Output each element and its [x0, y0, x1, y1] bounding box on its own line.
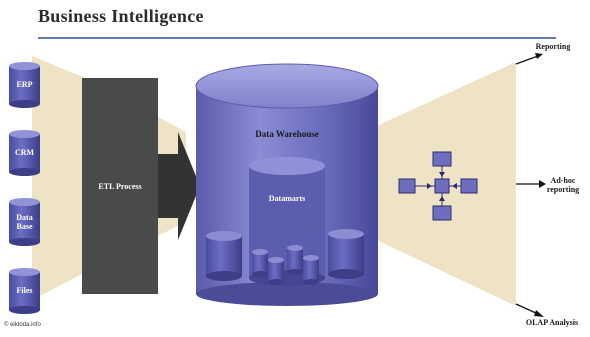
datamart-mini-4: [303, 255, 319, 285]
source-label-database: Data Base: [16, 213, 33, 231]
source-label-files: Files: [16, 286, 33, 295]
diagram-title: Business Intelligence: [38, 6, 204, 26]
analysis-network-icon: [398, 151, 478, 221]
source-cylinder-database: [9, 198, 40, 246]
datamart-mini-2: [268, 257, 284, 285]
etl-arrow: [158, 132, 200, 240]
output-arrows: [515, 53, 546, 317]
etl-label: ETL Process: [98, 182, 142, 191]
datamart-label: Datamarts: [268, 194, 306, 203]
datamart-mini-1: [252, 249, 268, 277]
etl-box: [82, 78, 158, 294]
source-cylinder-files: [9, 268, 40, 314]
output-label-reporting: Reporting: [535, 42, 571, 51]
source-label-crm: CRM: [14, 148, 35, 157]
datamart-small-left: [206, 231, 242, 281]
copyright-notice: © eiktoda.info: [4, 322, 41, 328]
output-label-adhoc: Ad-hoc reporting: [546, 176, 580, 194]
warehouse-label: Data Warehouse: [255, 129, 319, 139]
output-label-olap: OLAP Analysis: [525, 318, 579, 327]
source-label-erp: ERP: [16, 80, 33, 89]
datamart-small-right: [328, 229, 364, 279]
source-cylinder-erp: [9, 62, 40, 108]
datamart-mini-3: [287, 245, 303, 275]
source-cylinder-crm: [9, 130, 40, 176]
